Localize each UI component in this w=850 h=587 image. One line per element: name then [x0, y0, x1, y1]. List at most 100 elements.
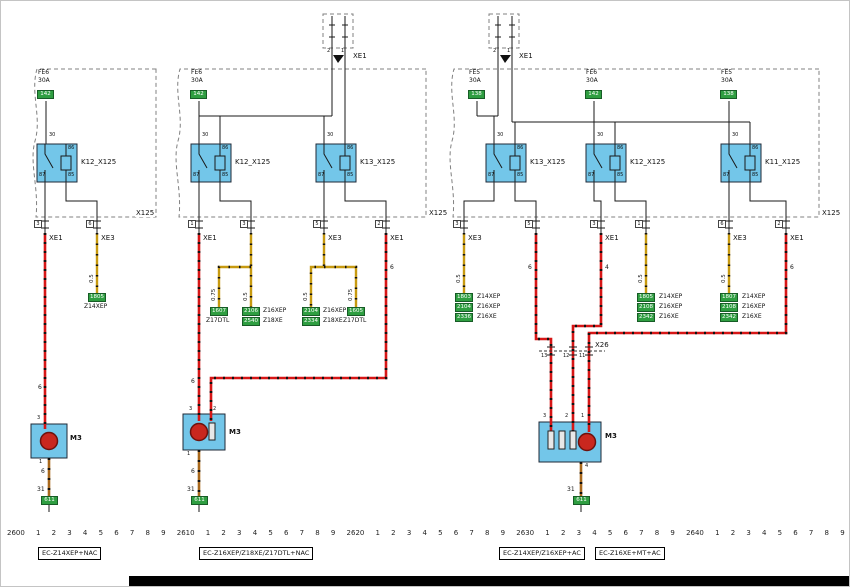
pin-label: 87 [318, 172, 325, 178]
pin-box: 6 [718, 220, 726, 228]
pin-label: 30 [597, 132, 604, 138]
fuse-name: FE6 [586, 69, 598, 76]
scale-number: 7 [639, 529, 644, 537]
pin-label: 87 [193, 172, 200, 178]
scale-number: 1 [545, 529, 550, 537]
harness-label: EC-Z14XEP/Z16XEP+AC [499, 547, 585, 561]
pin-label: 30 [202, 132, 209, 138]
scale-number: 5 [777, 529, 783, 537]
harness-label: EC-Z14XEP+NAC [38, 547, 102, 561]
brown-wires [47, 450, 583, 498]
pin-label: 13 [541, 353, 548, 359]
scale-number: 4 [82, 529, 88, 537]
relay-label: K13_X125 [530, 158, 566, 166]
pin-box: 3 [34, 220, 42, 228]
relay-label: K12_X125 [235, 158, 271, 166]
connector-label: XE3 [328, 234, 342, 242]
motor-icon [577, 432, 597, 452]
engine-label: Z18XE [263, 317, 283, 324]
black-wires [44, 16, 787, 512]
scale-number: 1 [715, 529, 720, 537]
scale-number: 8 [824, 529, 830, 537]
engine-label: Z14XEP [659, 293, 683, 300]
pin-box: 3 [240, 220, 248, 228]
scale-number: 1 [205, 529, 211, 537]
connector-label: XE1 [605, 234, 619, 242]
engine-label: Z16XE [742, 313, 762, 320]
engine-label: Z17DTL [343, 317, 367, 324]
wire-code: 2540 [242, 317, 260, 326]
pin-label: 3 [37, 415, 41, 421]
motor-icon [39, 431, 59, 451]
connector-label: XE3 [101, 234, 115, 242]
connector-label: XE3 [733, 234, 747, 242]
pin-label: 1 [39, 459, 43, 465]
harness-label: EC-Z16XEP/Z18XE/Z17DTL+NAC [199, 547, 314, 561]
direction-arrows [333, 55, 511, 63]
relay-box [720, 143, 762, 183]
relay-box [190, 143, 232, 183]
wire-code: 1805 [637, 293, 655, 302]
dashed-harness-boxes [32, 13, 820, 218]
pin-label: 2 [565, 413, 569, 419]
scale-number: 9 [330, 529, 336, 537]
wire-gauge: 0.5 [243, 292, 249, 301]
scale-number: 4 [761, 529, 767, 537]
wire-code: 1607 [210, 307, 228, 316]
connector-label: XE1 [353, 52, 367, 60]
connector-label: XE1 [790, 234, 804, 242]
wire-code: 1803 [455, 293, 473, 302]
scale-number: 4 [592, 529, 597, 537]
red-wires [43, 233, 788, 432]
scale-number: 9 [500, 529, 506, 537]
scale-number: 7 [129, 529, 135, 537]
scale-number: 8 [654, 529, 660, 537]
pin-label: 87 [588, 172, 595, 178]
motor-boxes [30, 413, 602, 463]
harness-label: EC-Z16XE+MT+AC [595, 547, 665, 561]
wire-gauge: 6 [38, 384, 42, 391]
scale-number: 1 [36, 529, 41, 537]
scale-number: 6 [114, 529, 119, 537]
scale-number: 6 [623, 529, 628, 537]
yellow-wires [95, 233, 731, 309]
pin-label: 85 [347, 172, 354, 178]
scale-number: 3 [746, 529, 751, 537]
wire-gauge: 6 [790, 264, 794, 271]
wire-gauge: 6 [528, 264, 532, 271]
motor-symbols [39, 422, 597, 452]
scale-number: 6 [283, 529, 289, 537]
pin-label: 3 [543, 413, 547, 419]
fuse-amp: 30A [721, 77, 733, 84]
scale-number: 2 [51, 529, 57, 537]
scale-number: 5 [268, 529, 273, 537]
wire-gauge: 6 [191, 378, 195, 385]
fuse-code: 138 [468, 90, 485, 99]
wire-gauge: 0.75 [211, 288, 217, 301]
wire-code: 2342 [720, 313, 738, 322]
scale-number: 5 [438, 529, 443, 537]
engine-label: Z14XEP [477, 293, 501, 300]
x125-label: X125 [428, 209, 449, 217]
wire-gauge: 0.5 [721, 274, 727, 283]
scale-number: 7 [469, 529, 474, 537]
scale-number: 2620 [346, 529, 365, 537]
fuse-amp: 30A [469, 77, 481, 84]
pin-box: 1 [635, 220, 643, 228]
motor-icon [189, 422, 209, 442]
x26-label: X26 [595, 341, 609, 349]
pin-label: 86 [222, 145, 229, 151]
pin-label: 30 [327, 132, 334, 138]
pin-label: 1 [187, 451, 191, 457]
pin-box: 5 [313, 220, 321, 228]
wire-gauge: 6 [41, 468, 45, 475]
pin-label: 86 [517, 145, 524, 151]
pin-box: 3 [590, 220, 598, 228]
scale-number: 6 [453, 529, 459, 537]
fuse-name: FE5 [721, 69, 733, 76]
pin-label: 86 [68, 145, 75, 151]
relay-box [315, 143, 357, 183]
fuse-code: 142 [37, 90, 54, 99]
fuse-amp: 30A [38, 77, 50, 84]
wire-code: 2104 [455, 303, 473, 312]
